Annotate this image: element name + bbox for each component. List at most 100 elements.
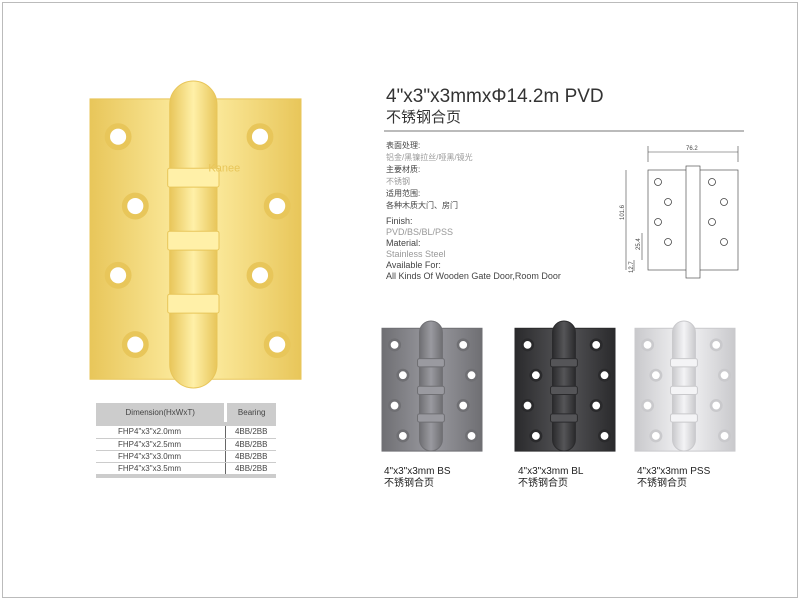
screw-hole [589,399,603,413]
variant-caption-pss: 4"x3"x3mm PSS 不锈钢合页 [637,466,710,490]
width-dimension: 76.2 [686,146,698,152]
variant-label: 4"x3"x3mm PSS [637,466,711,477]
hinge-bearing-ring [167,293,220,314]
hinge-bearing-ring [550,413,578,423]
variant-sub: 不锈钢合页 [384,478,434,489]
cell-dimension: FHP4"x3"x3.0mm [96,450,226,463]
header-dimension: Dimension(HxWxT) [96,403,228,422]
finish-label: Finish: [386,216,413,226]
screw-hole [104,123,132,151]
drawing-screw-hole [654,178,662,186]
drawing-screw-hole [654,218,662,226]
screw-hole [709,338,723,352]
finish-value: PVD/BS/BL/PSS [386,227,454,237]
available-value: All Kinds Of Wooden Gate Door,Room Door [386,271,561,281]
available-label: Available For: [386,260,441,270]
cell-dimension: FHP4"x3"x2.5mm [96,438,226,451]
screw-hole [718,368,732,382]
screw-hole [598,368,612,382]
divider [384,130,744,132]
screw-hole [396,429,410,443]
product-title: 4"x3"x3mmxΦ14.2m PVD [386,86,604,107]
hinge-bearing-ring [167,230,220,251]
screw-hole [246,261,274,289]
drawing-screw-hole [664,198,672,206]
cell-bearing: 4BB/2BB [225,426,276,439]
screw-hole [104,261,132,289]
cell-bearing: 4BB/2BB [225,462,276,475]
screw-hole [589,338,603,352]
hinge-bearing-ring [417,413,445,423]
material-label: Material: [386,238,421,248]
variant-sub: 不锈钢合页 [518,478,568,489]
variant-label: 4"x3"x3mm BS [384,466,451,477]
pss-hinge-image [634,320,736,452]
variant-caption-bl: 4"x3"x3mm BL 不锈钢合页 [518,466,583,490]
screw-hole [649,368,663,382]
screw-hole [396,368,410,382]
screw-hole [641,338,655,352]
surface-label: 表面处理: [386,141,421,150]
bl-hinge-image [514,320,616,452]
variant-label: 4"x3"x3mm BL [518,466,584,477]
hinge-bearing-ring [670,385,698,396]
technical-drawing: 76.2 101.6 25.4 12.7 [620,146,739,279]
screw-hole [529,368,543,382]
usage-value-cn: 各种木质大门、房门 [386,201,458,210]
screw-hole [121,331,149,359]
screw-hole [263,331,291,359]
screw-hole [641,399,655,413]
cell-dimension: FHP4"x3"x3.5mm [96,462,226,475]
screw-hole [388,338,402,352]
hinge-bearing-ring [417,385,445,396]
screw-hole [465,429,479,443]
drawing-screw-hole [664,238,672,246]
screw-hole [521,399,535,413]
hinge-bearing-ring [167,167,220,188]
hinge-bearing-ring [670,358,698,368]
bs-hinge-image [381,320,483,452]
drawing-screw-hole [720,238,728,246]
screw-hole [718,429,732,443]
screw-hole [263,192,291,220]
variant-caption-bs: 4"x3"x3mm BS 不锈钢合页 [384,466,451,490]
cell-bearing: 4BB/2BB [225,438,276,451]
screw-hole [529,429,543,443]
screw-hole [521,338,535,352]
header-bearing: Bearing [225,403,276,422]
product-subtitle: 不锈钢合页 [386,109,462,126]
hinge-bearing-ring [550,358,578,368]
cell-bearing: 4BB/2BB [225,450,276,463]
screw-hole [456,399,470,413]
screw-hole [649,429,663,443]
gold-hinge-image: Kanee [89,80,302,389]
surface-value: 铝金/黑镍拉丝/哑黑/镜光 [386,153,473,162]
screw-hole [246,123,274,151]
material-label-cn: 主要材质: [386,165,421,174]
drawing-screw-hole [720,198,728,206]
brand-logo: Kanee [208,162,240,174]
hinge-bearing-ring [550,385,578,396]
screw-hole [456,338,470,352]
hinge-bearing-ring [670,413,698,423]
screw-hole [388,399,402,413]
material-value-cn: 不锈钢 [386,177,410,186]
screw-hole [709,399,723,413]
drawing-screw-hole [708,178,716,186]
screw-hole [598,429,612,443]
edge-dimension: 12.7 [629,261,635,273]
screw-hole [465,368,479,382]
screw-hole [121,192,149,220]
material-value: Stainless Steel [386,249,446,259]
spec-list: 表面处理: 铝金/黑镍拉丝/哑黑/镜光 主要材质: 不锈钢 适用范围: 各种木质… [386,140,686,282]
spacing-dimension: 25.4 [636,238,642,250]
hinge-bearing-ring [417,358,445,368]
height-dimension: 101.6 [620,204,626,220]
cell-dimension: FHP4"x3"x2.0mm [96,426,226,439]
